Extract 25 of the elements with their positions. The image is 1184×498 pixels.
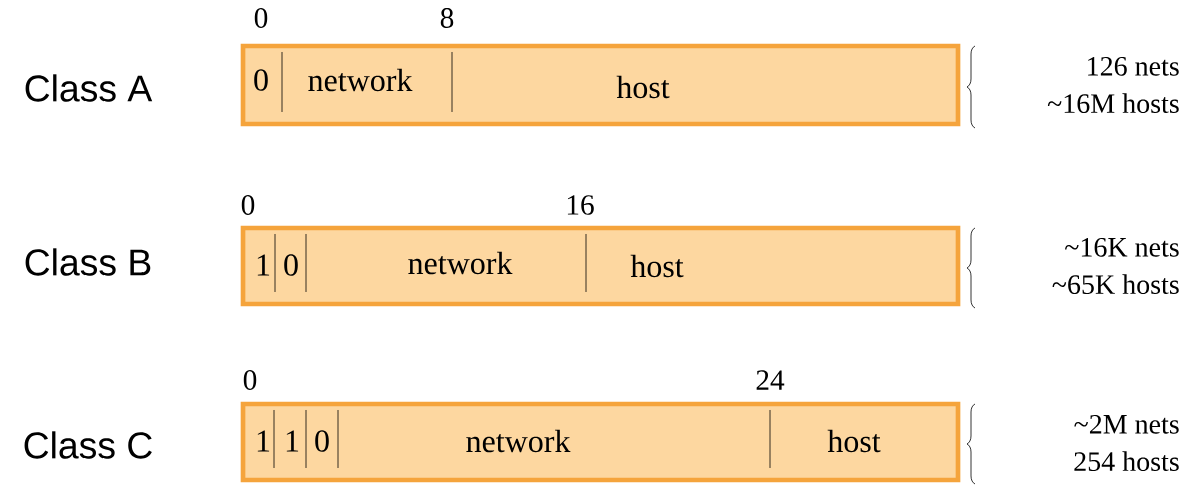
field-label: 0 [284,254,298,276]
bit-position: 16 [567,195,594,215]
field-label: host [827,429,881,453]
field-label: host [630,254,684,278]
count-note: ~2M nets 254 hosts [1074,414,1179,472]
address-bar [240,225,961,307]
address-bar [240,401,961,483]
class-label: Class B [25,248,151,276]
count-note: 126 nets ~16M hosts [1047,56,1179,114]
field-label: 0 [254,69,268,91]
field-label: host [616,75,670,99]
field-label: 1 [257,430,270,452]
class-label: Class A [25,74,153,102]
bit-position: 0 [241,195,255,215]
class-label: Class C [24,431,152,459]
field-label: network [308,68,413,92]
field-label: 0 [315,430,329,452]
field-label: 1 [286,430,299,452]
field-label: network [408,251,513,275]
bit-position: 0 [243,370,257,390]
bit-position: 24 [756,370,785,390]
count-note: ~16K nets ~65K hosts [1052,237,1179,295]
address-bar [240,43,961,127]
field-label: network [466,429,571,453]
field-label: 1 [257,254,270,276]
